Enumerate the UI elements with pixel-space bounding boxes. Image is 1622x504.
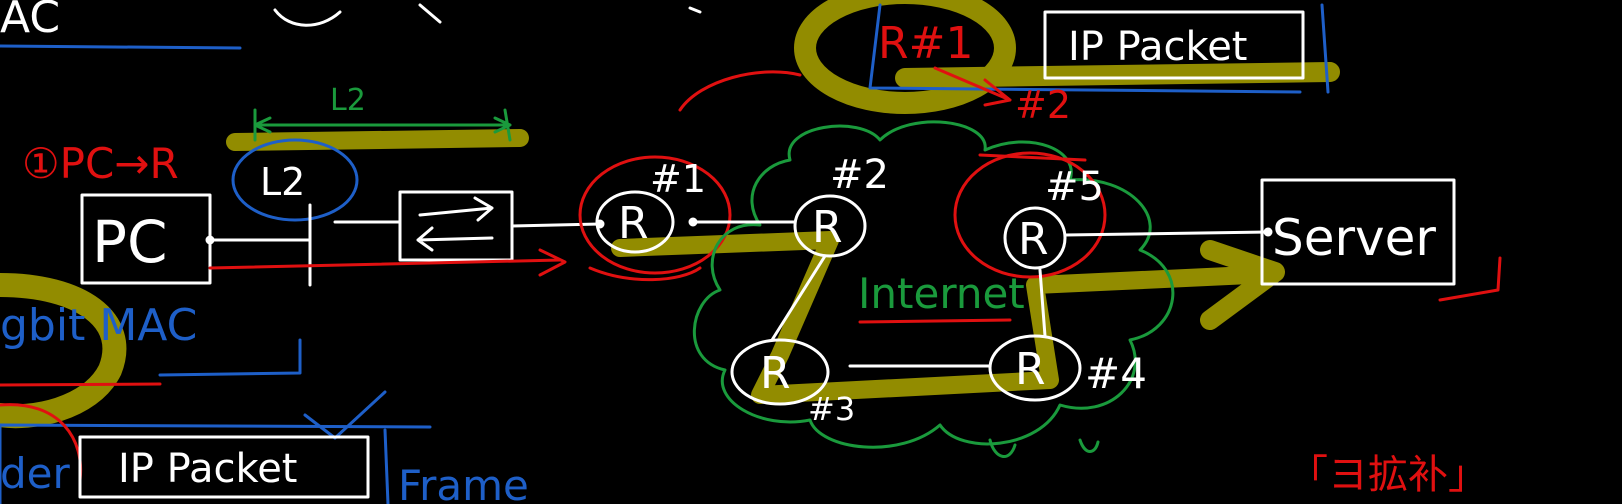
- red-curve-under-r1: [588, 266, 702, 282]
- red-arrow-top: [933, 66, 1012, 107]
- internet-underline: [858, 318, 1012, 324]
- red-stroke-r5: [978, 153, 1087, 162]
- r1-port-left: [595, 219, 605, 229]
- internet-label: Internet: [858, 269, 1025, 318]
- header-fragment: der: [0, 449, 71, 498]
- pc-label: PC: [92, 208, 167, 276]
- hash5-label: #5: [1045, 164, 1104, 210]
- bit-mac-label: gbit MAC: [0, 300, 197, 351]
- bottom-right-note: 「ヨ拡补」: [1288, 452, 1488, 498]
- server-label: Server: [1272, 209, 1436, 267]
- ip-packet-bottom-box: [78, 435, 370, 499]
- hash1-label: #1: [650, 157, 706, 201]
- router-5-label: R: [1018, 214, 1049, 265]
- step-pc-label: ①PC→R: [22, 139, 179, 188]
- router-1-label: R: [618, 198, 649, 249]
- link-pc-switch: [208, 203, 402, 287]
- blue-frame-top: [868, 3, 1330, 94]
- red-line-left: [0, 382, 162, 387]
- red-curve-top: [678, 70, 802, 112]
- cloud-bumps-bottom: [988, 438, 1100, 458]
- router-3-label: R: [760, 348, 791, 399]
- link-switch-r1: [510, 222, 602, 228]
- ip-packet-top-box: [1043, 10, 1305, 80]
- top-left-blue-underline: [0, 44, 242, 50]
- router-2-label: R: [812, 202, 843, 253]
- l2-label: L2: [330, 83, 366, 118]
- link-r2-r3: [770, 254, 827, 342]
- l2-circle-label: L2: [260, 160, 305, 204]
- router-4: [988, 334, 1082, 402]
- ip-packet-top-label: IP Packet: [1068, 24, 1248, 70]
- router-4-label: R: [1015, 344, 1046, 395]
- top-scribble: [273, 3, 702, 27]
- link-r5-server: [1063, 230, 1270, 237]
- r-num-1-top: R#1: [878, 18, 973, 69]
- pc-port-dot: [205, 235, 215, 245]
- red-circle-r1: [578, 155, 732, 275]
- l2-bracket: [253, 108, 512, 142]
- router-3: [730, 338, 830, 406]
- red-circle-r5: [953, 151, 1107, 279]
- highlight-arrow-head: [1200, 240, 1285, 330]
- blue-frame-bottom: [0, 423, 432, 504]
- highlight-left-blob: [0, 273, 127, 429]
- l2-circle: [231, 138, 359, 222]
- hash2-label: #2: [830, 152, 889, 198]
- highlight-bar-top: [895, 62, 1340, 88]
- router-5: [1003, 206, 1067, 270]
- highlight-route: [611, 231, 1259, 404]
- server-port-dot: [1263, 227, 1273, 237]
- highlight-circle-top: [794, 0, 1016, 114]
- hop-2-top: #2: [1015, 83, 1071, 127]
- link-r4-r5: [1038, 268, 1047, 338]
- hash4-label: #4: [1085, 349, 1147, 398]
- ip-packet-bottom-label: IP Packet: [118, 446, 298, 492]
- router-2: [793, 194, 867, 258]
- switch-arrows-icon: [416, 196, 494, 252]
- top-left-fragment: AC: [0, 0, 60, 43]
- internet-cloud: [692, 120, 1175, 449]
- red-hook-server: [1438, 256, 1502, 302]
- mac-underline: [158, 338, 302, 377]
- blue-check-icon: [303, 390, 387, 440]
- switch-box: [398, 190, 514, 262]
- frame-label: Frame: [398, 461, 529, 504]
- hash3-label: #3: [808, 390, 855, 428]
- red-path-pc-r1: [208, 248, 567, 277]
